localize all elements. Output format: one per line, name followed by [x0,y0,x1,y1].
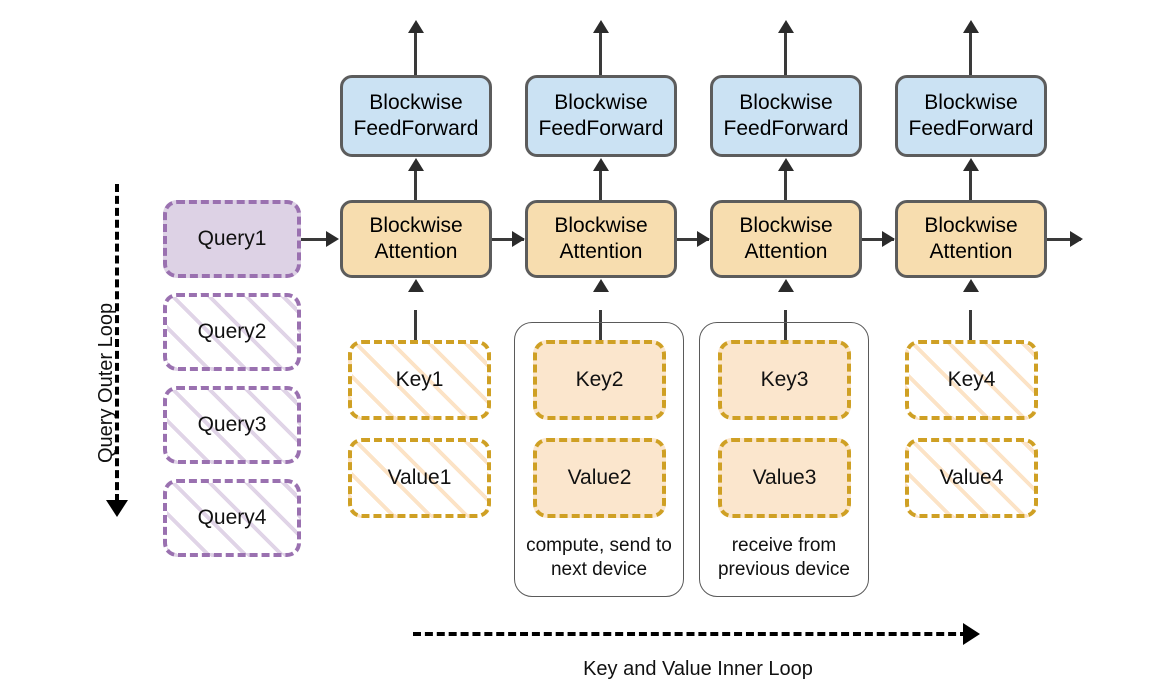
key-box-1[interactable]: Key1 [348,340,491,420]
key1-to-attention-1-arrowhead [408,279,424,292]
attention-box-2[interactable]: Blockwise Attention [525,200,677,278]
attention-2-to-feedforward-2-line [599,170,602,200]
value-box-4[interactable]: Value4 [905,438,1038,518]
feedforward-box-4[interactable]: Blockwise FeedForward [895,75,1047,157]
feedforward-box-3-label: Blockwise FeedForward [723,91,849,140]
feedforward-box-1-label: Blockwise FeedForward [353,91,479,140]
key-box-1-label: Key1 [395,368,444,391]
query1-to-attention1-line [301,238,328,241]
query-box-3[interactable]: Query3 [163,386,301,464]
value-box-3[interactable]: Value3 [718,438,851,518]
device-group-receive-previous [699,322,869,597]
attention-box-1[interactable]: Blockwise Attention [340,200,492,278]
attention-1-to-attention-2-arrowhead [512,231,525,247]
feedforward-box-2[interactable]: Blockwise FeedForward [525,75,677,157]
feedforward-2-output-line [599,26,602,75]
attention-4-output-line [1047,238,1081,241]
key-box-2[interactable]: Key2 [533,340,666,420]
key1-to-attention-1-line [414,310,417,355]
feedforward-3-output-arrowhead [778,20,794,33]
feedforward-2-output-arrowhead [593,20,609,33]
query-box-2-label: Query2 [197,320,267,343]
attention-1-to-feedforward-1-line [414,170,417,200]
attention-3-to-attention-4-arrowhead [882,231,895,247]
attention-1-to-feedforward-1-arrowhead [408,158,424,171]
attention-3-to-feedforward-3-arrowhead [778,158,794,171]
attention-1-to-attention-2-line [492,238,524,241]
query-outer-loop-dashed-line [115,184,119,502]
key3-to-attention-3-arrowhead [778,279,794,292]
key2-to-attention-2-line [599,310,602,355]
attention-4-to-feedforward-4-line [969,170,972,200]
attention-4-output-arrowhead [1070,231,1083,247]
inner-loop-dashed-line [413,632,968,636]
attention-2-to-attention-3-line [677,238,709,241]
feedforward-4-output-line [969,26,972,75]
feedforward-3-output-line [784,26,787,75]
attention-box-4[interactable]: Blockwise Attention [895,200,1047,278]
attention-box-3[interactable]: Blockwise Attention [710,200,862,278]
key-box-3[interactable]: Key3 [718,340,851,420]
key4-to-attention-4-arrowhead [963,279,979,292]
query-box-1-label: Query1 [197,227,267,250]
feedforward-1-output-arrowhead [408,20,424,33]
key4-to-attention-4-line [969,310,972,355]
value-box-2-label: Value2 [567,466,632,489]
feedforward-box-1[interactable]: Blockwise FeedForward [340,75,492,157]
device-note-2: compute, send to next device [526,535,672,580]
query-box-4[interactable]: Query4 [163,479,301,557]
key3-to-attention-3-line [784,310,787,355]
value-box-1[interactable]: Value1 [348,438,491,518]
attention-4-to-feedforward-4-arrowhead [963,158,979,171]
key2-to-attention-2-arrowhead [593,279,609,292]
query-box-3-label: Query3 [197,413,267,436]
value-box-2[interactable]: Value2 [533,438,666,518]
inner-loop-label: Key and Value Inner Loop [583,658,813,680]
key-box-2-label: Key2 [575,368,624,391]
query-box-4-label: Query4 [197,506,267,529]
attention-2-to-feedforward-2-arrowhead [593,158,609,171]
query1-to-attention1-arrowhead [326,231,339,247]
attention-3-to-attention-4-line [862,238,894,241]
query-box-1[interactable]: Query1 [163,200,301,278]
attention-box-3-label: Blockwise Attention [739,214,833,263]
query-box-2[interactable]: Query2 [163,293,301,371]
device-note-3: receive from previous device [717,535,851,580]
attention-3-to-feedforward-3-line [784,170,787,200]
attention-box-4-label: Blockwise Attention [924,214,1018,263]
feedforward-4-output-arrowhead [963,20,979,33]
attention-box-2-label: Blockwise Attention [554,214,648,263]
key-box-4[interactable]: Key4 [905,340,1038,420]
value-box-1-label: Value1 [387,466,452,489]
feedforward-box-4-label: Blockwise FeedForward [908,91,1034,140]
attention-2-to-attention-3-arrowhead [697,231,710,247]
value-box-3-label: Value3 [752,466,817,489]
attention-box-1-label: Blockwise Attention [369,214,463,263]
value-box-4-label: Value4 [939,466,1004,489]
query-outer-loop-arrowhead [106,500,128,517]
feedforward-1-output-line [414,26,417,75]
inner-loop-arrowhead [963,623,980,645]
feedforward-box-2-label: Blockwise FeedForward [538,91,664,140]
feedforward-box-3[interactable]: Blockwise FeedForward [710,75,862,157]
key-box-3-label: Key3 [760,368,809,391]
device-group-compute-send [514,322,684,597]
key-box-4-label: Key4 [947,368,996,391]
